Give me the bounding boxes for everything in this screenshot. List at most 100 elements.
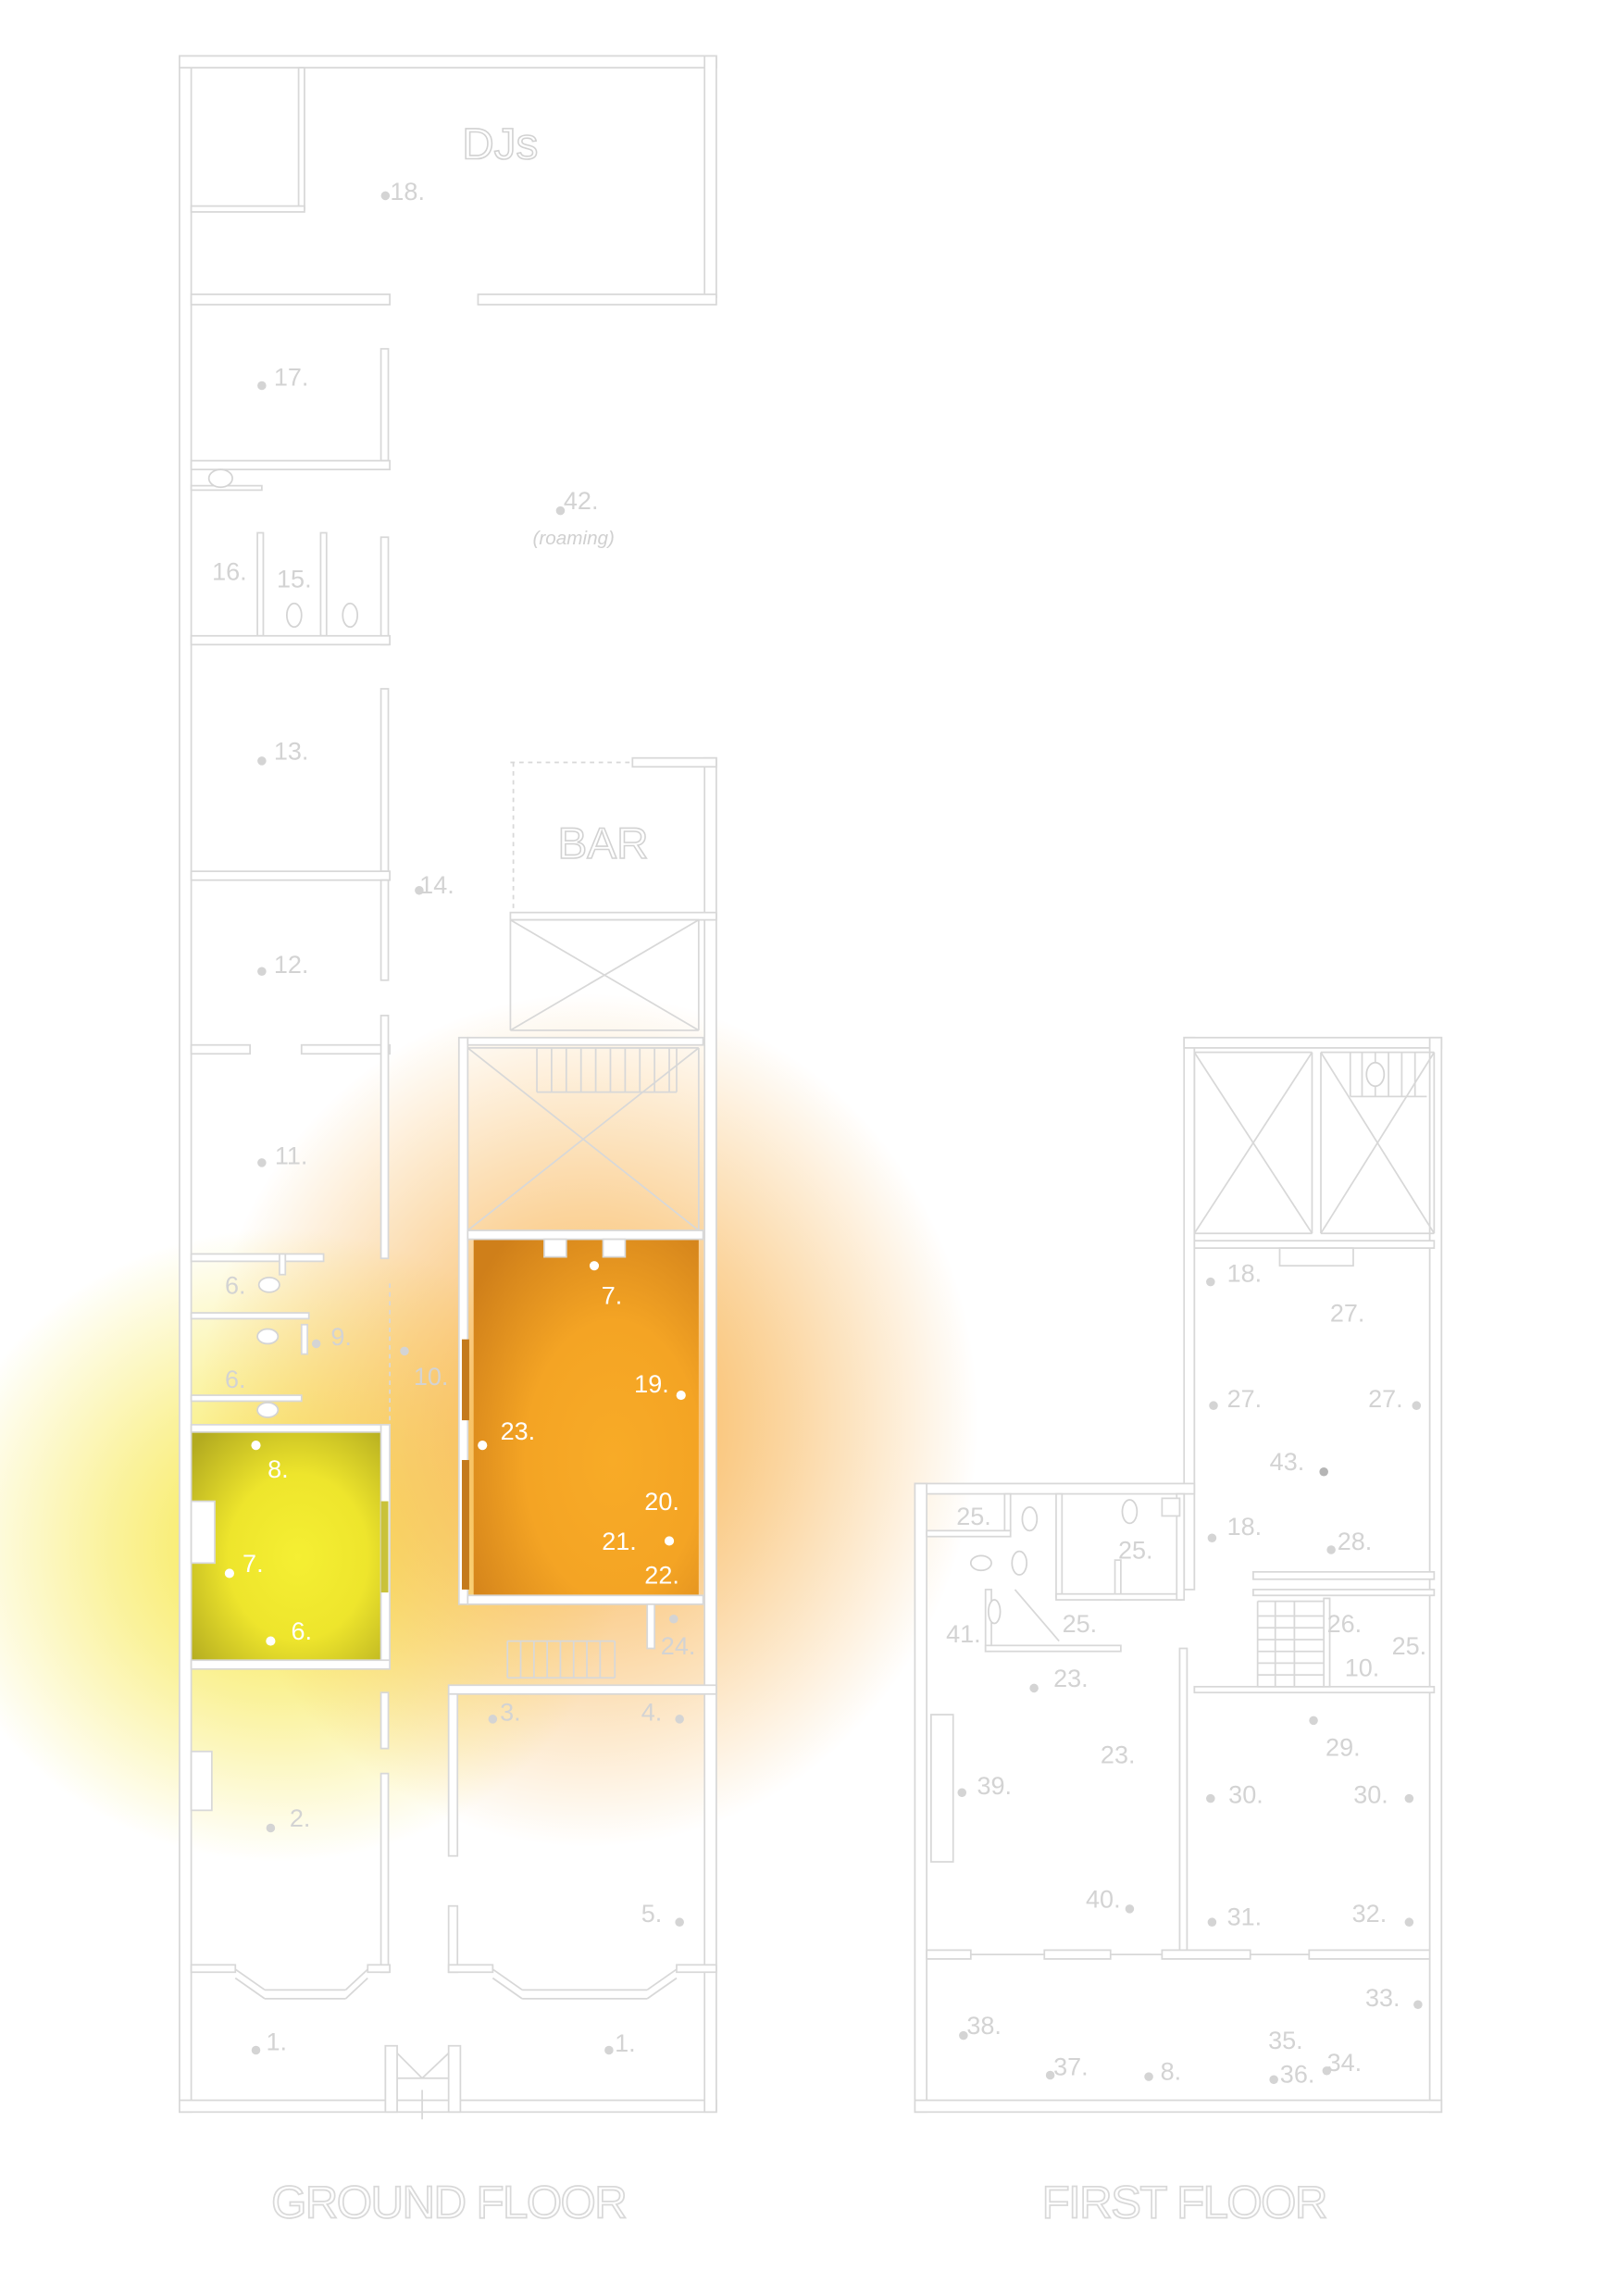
room-marker-dot [1404, 1793, 1414, 1803]
wall-segment [1055, 1492, 1064, 1598]
plan-line [646, 1968, 678, 1991]
wall-segment [447, 1964, 494, 1974]
wall-segment [1323, 1597, 1331, 1688]
djs-area-label: DJs [462, 120, 538, 169]
wall-segment [1252, 1570, 1436, 1580]
room-label: 29. [1326, 1734, 1361, 1762]
wall-segment [1161, 1497, 1181, 1517]
room-label: 25. [1392, 1632, 1427, 1660]
room-label: 42. [564, 487, 599, 515]
highlighted-room-marker-dot [589, 1261, 600, 1271]
room-label: 37. [1053, 2053, 1089, 2081]
room-marker-dot [1206, 1793, 1215, 1803]
room-label: 33. [1365, 1984, 1400, 2012]
room-label: 30. [1353, 1780, 1388, 1808]
room-label: 1. [266, 2028, 287, 2056]
room-marker-dot [675, 1917, 684, 1927]
wall-segment [190, 1500, 216, 1565]
yellow-room-highlight[interactable] [191, 1430, 386, 1661]
room-marker-dot [1326, 1545, 1336, 1554]
room-marker-dot [257, 381, 267, 391]
wall-segment [1278, 1247, 1354, 1267]
room-label: 3. [500, 1698, 521, 1726]
room-label: 35. [1268, 2027, 1303, 2054]
ground-floor-labels: DJs 18. 17. 42. (roaming) 16. 15. 13. 14… [212, 119, 696, 2229]
highlighted-room-label: 19. [634, 1370, 669, 1398]
wall-segment [543, 1238, 567, 1258]
room-label: 18. [390, 178, 425, 206]
room-label: 18. [1227, 1260, 1263, 1288]
wall-segment [509, 911, 717, 921]
wall-segment [256, 531, 265, 637]
wall-segment [380, 1691, 390, 1750]
room-label: 27. [1330, 1300, 1365, 1328]
wall-segment [984, 1644, 1122, 1653]
wall-segment [457, 1036, 469, 1605]
wall-segment [1161, 1949, 1251, 1960]
plan-lines [234, 761, 1436, 2120]
room-marker-dot [257, 756, 267, 766]
wall-segment [1193, 1685, 1436, 1694]
highlighted-room-marker-dot [676, 1390, 686, 1401]
highlighted-room-label: 21. [602, 1528, 637, 1555]
wall-segment [300, 1323, 308, 1355]
room-marker-dot [311, 1339, 321, 1349]
highlighted-room-marker-dot [251, 1441, 261, 1451]
bar-area-label: BAR [558, 819, 649, 868]
wall-segment [703, 55, 717, 299]
room-label: 9. [330, 1323, 352, 1351]
highlighted-room-marker-dot [266, 1636, 276, 1646]
wall-segment [467, 1229, 704, 1241]
room-label: 13. [274, 737, 309, 765]
room-label: 38. [966, 2012, 1002, 2040]
wall-segment [190, 459, 391, 471]
wall-segment [914, 1482, 928, 2114]
toilet-icon [987, 1599, 1002, 1625]
wall-segment [447, 1684, 717, 1695]
wall-segment [190, 1043, 252, 1055]
room-marker-dot [604, 2045, 614, 2055]
wall-segment [447, 1904, 459, 1974]
wall-segment [1183, 1036, 1443, 1049]
room-marker-dot [400, 1346, 409, 1356]
room-label: 27. [1368, 1385, 1403, 1413]
ground-floor-title: GROUND FLOOR [271, 2177, 626, 2228]
room-label: 1. [615, 2029, 636, 2057]
room-label: 24. [661, 1632, 696, 1660]
wall-segment [190, 1659, 391, 1670]
wall-segment [380, 1772, 390, 1974]
wall-segment [447, 2044, 462, 2114]
room-label: 34. [1327, 2049, 1363, 2077]
room-label: 26. [1327, 1610, 1363, 1638]
wall-segment [1193, 1240, 1436, 1249]
highlighted-room-label: 7. [243, 1550, 264, 1578]
plan-line [396, 2053, 423, 2079]
room-label: 16. [212, 557, 247, 585]
wall-segment [646, 1603, 656, 1650]
wall-segment [1308, 1949, 1431, 1960]
room-label: 25. [1118, 1537, 1153, 1565]
highlighted-room-label: 6. [292, 1617, 313, 1645]
room-label: 25. [1063, 1610, 1098, 1638]
room-label: 23. [1053, 1665, 1089, 1692]
toilet-icon [342, 602, 359, 629]
room-marker-dot [1206, 1277, 1215, 1287]
orange-room-highlight[interactable] [473, 1239, 699, 1596]
plan-line [492, 1977, 523, 2000]
room-marker-dot [957, 1788, 967, 1798]
room-marker-dot [251, 2045, 261, 2055]
plan-line [646, 1977, 678, 2000]
room-label: 4. [641, 1698, 663, 1726]
room-label: 11. [275, 1142, 308, 1169]
wall-segment [380, 347, 390, 462]
room-marker-dot [488, 1715, 498, 1724]
roaming-note: (roaming) [533, 528, 615, 549]
room-label: 39. [977, 1772, 1012, 1800]
first-floor-labels: 18. 27. 27. 27. 43. 25. 25. 18. 28. 25. … [946, 1260, 1427, 2229]
wall-segment [190, 1394, 303, 1403]
toilet-icon [969, 1554, 992, 1572]
room-label: 10. [1345, 1654, 1380, 1682]
room-marker-dot [1207, 1917, 1217, 1927]
wall-segment [190, 1423, 391, 1433]
